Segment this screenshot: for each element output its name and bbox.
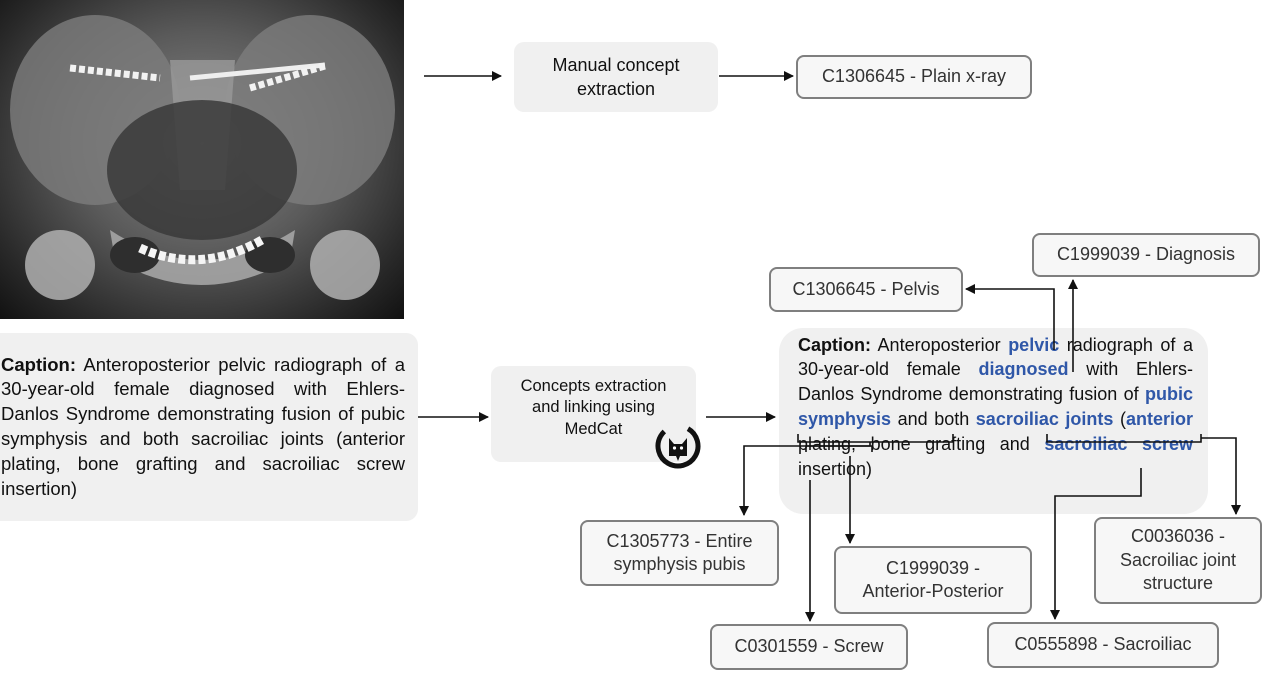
arrow-to-symphysis <box>739 442 871 516</box>
caption-text-segment: plating, bone grafting and <box>798 433 1045 454</box>
concept-label: C0036036 - Sacroiliac joint structure <box>1119 526 1237 594</box>
concept-anterior-posterior: C1999039 - Anterior-Posterior <box>834 546 1032 614</box>
original-caption-panel: Caption: Anteroposterior pelvic radiogra… <box>0 333 418 521</box>
concept-label: C0301559 - Screw <box>734 636 884 657</box>
term-sacroiliac: sacroiliac <box>1044 433 1128 454</box>
medcat-label: Concepts extraction and linking using Me… <box>520 376 667 438</box>
bracket-anterior <box>805 445 873 452</box>
concept-label: C1306645 - Plain x-ray <box>821 66 1007 87</box>
medcat-box: Concepts extraction and linking using Me… <box>491 366 696 462</box>
concept-label: C1999039 - Anterior-Posterior <box>862 557 1004 601</box>
concept-sacroiliac-joint: C0036036 - Sacroiliac joint structure <box>1094 517 1262 604</box>
term-sacroiliac-joints: sacroiliac joints <box>975 409 1114 429</box>
concept-label: C1305773 - Entire symphysis pubis <box>606 530 753 574</box>
arrow-to-sacroiliac <box>1050 468 1142 620</box>
annotated-caption: Caption: Anteroposterior pelvic radiogra… <box>798 333 1193 482</box>
original-caption: Caption: Anteroposterior pelvic radiogra… <box>0 353 405 502</box>
concept-symphysis-pubis: C1305773 - Entire symphysis pubis <box>580 520 779 586</box>
caption-text-segment: insertion) <box>798 458 873 479</box>
caption-body: Anteroposterior pelvic radiograph of a 3… <box>1 353 405 499</box>
term-screw: screw <box>1141 433 1193 454</box>
term-pelvic: pelvic <box>1008 334 1060 355</box>
caption-label: Caption: <box>798 334 871 355</box>
caption-text-segment: and both <box>891 409 976 429</box>
concept-label: C1306645 - Pelvis <box>792 278 940 299</box>
term-pubic-symphysis: pubic symphysis <box>798 384 1193 429</box>
medcat-cat-icon <box>655 423 701 469</box>
concept-plain-xray: C1306645 - Plain x-ray <box>796 55 1032 99</box>
concept-sacroiliac: C0555898 - Sacroiliac <box>987 622 1219 668</box>
manual-extraction-label: Manual concept extraction <box>552 54 680 99</box>
bracket-sacroiliac-joints <box>1046 434 1202 443</box>
manual-extraction-box: Manual concept extraction <box>514 42 718 112</box>
bracket-pubic-symphysis <box>797 434 954 443</box>
caption-text-segment: radiograph of a 30-year-old female <box>798 334 1193 380</box>
arrow-to-sacroiliac-joint <box>1201 437 1241 515</box>
pelvis-xray-image <box>0 0 404 319</box>
concept-label: C0555898 - Sacroiliac <box>1014 634 1192 655</box>
caption-text-segment: Anteroposterior <box>870 334 1009 355</box>
term-anterior: anterior <box>1125 409 1193 429</box>
arrow-pelvic-to-pelvis <box>965 284 1055 350</box>
term-diagnosed: diagnosed <box>978 359 1069 380</box>
caption-text-segment: with Ehlers-Danlos Syndrome demonstratin… <box>798 359 1193 405</box>
caption-label: Caption: <box>1 353 77 375</box>
concept-screw: C0301559 - Screw <box>710 624 908 670</box>
caption-text-segment: ( <box>1113 409 1126 429</box>
concept-pelvis: C1306645 - Pelvis <box>769 267 963 312</box>
concept-label: C1999039 - Diagnosis <box>1056 244 1236 265</box>
concept-diagnosis: C1999039 - Diagnosis <box>1032 233 1260 277</box>
